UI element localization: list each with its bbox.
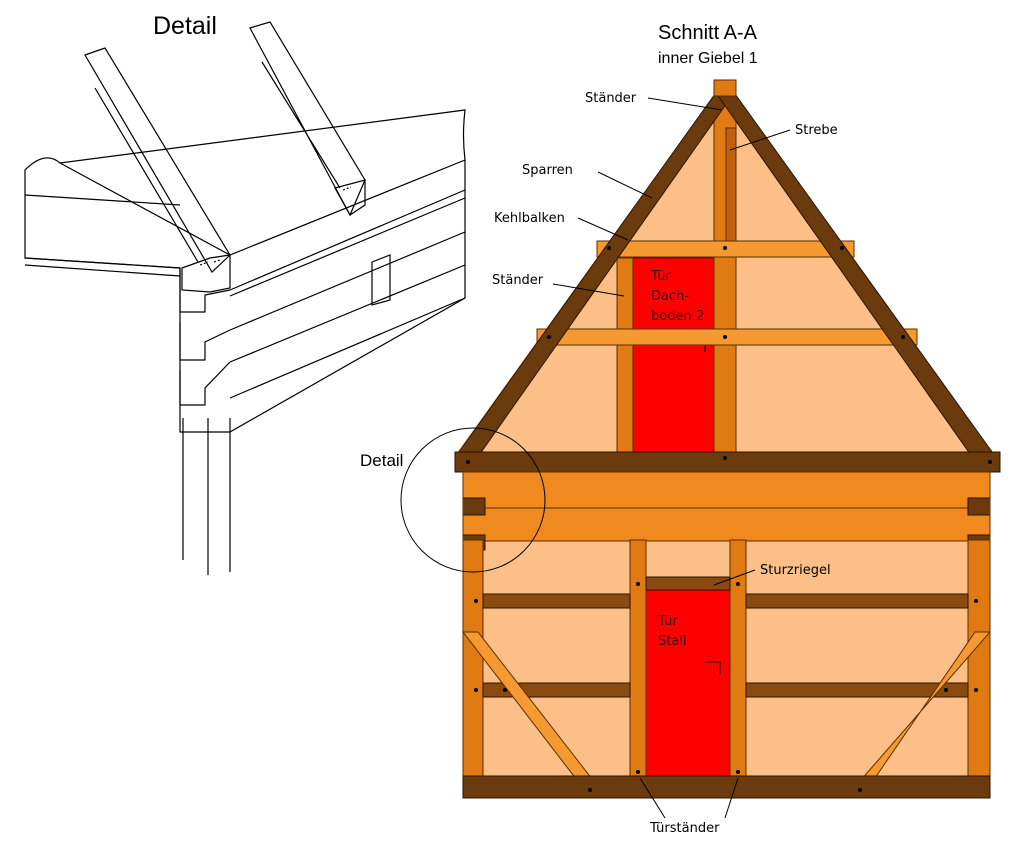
attic-door-label-2: Dach- — [651, 289, 689, 304]
corner-post-right — [967, 539, 991, 779]
top-plate — [454, 451, 1001, 473]
detail-callout-circle — [400, 427, 546, 573]
label-staender-top: Ständer — [585, 91, 637, 106]
peg-hole-1 — [199, 259, 221, 266]
log-wall-outline — [24, 109, 466, 433]
label-staender-mid: Ständer — [492, 273, 544, 288]
corner-notch-1 — [179, 268, 231, 313]
peg-hole-2 — [342, 186, 352, 191]
rail-upper-right — [745, 593, 969, 609]
label-kehlbalken: Kehlbalken — [494, 211, 565, 226]
gable-section: Ständer Strebe Sparren Kehlbalken Stände… — [400, 79, 1001, 836]
corner-notch-3 — [179, 361, 231, 406]
log-wall-course-line-5 — [229, 264, 466, 363]
corner-notch-2 — [179, 322, 231, 361]
label-sturzriegel: Sturzriegel — [760, 563, 831, 578]
attic-door — [631, 257, 715, 454]
rail-upper-left — [482, 593, 631, 609]
label-sparren: Sparren — [522, 163, 573, 178]
sill-beam — [462, 775, 991, 799]
log-beam-1 — [462, 471, 991, 509]
rafter-left-foot — [181, 254, 231, 293]
log-wall-course-line-2 — [24, 189, 466, 291]
label-tuerstaender: Türständer — [649, 821, 720, 836]
rafter-right-foot — [334, 179, 366, 216]
section-title: Schnitt A-A — [658, 22, 757, 44]
log-wall-course-line-1 — [24, 159, 466, 256]
tuerstaender-left — [629, 539, 647, 779]
rail-lower-right — [745, 682, 969, 698]
stable-door-label-1: Tür — [657, 614, 678, 629]
strebe-brace — [725, 127, 737, 246]
detail-view-title: Detail — [153, 12, 217, 40]
detail-callout-label: Detail — [360, 451, 404, 470]
detail-drawing — [24, 21, 466, 575]
section-subtitle: inner Giebel 1 — [658, 50, 758, 67]
corner-post-left — [462, 539, 484, 779]
label-strebe: Strebe — [795, 123, 838, 138]
wall-block — [371, 254, 391, 306]
log-beam-2 — [462, 507, 991, 542]
ridge-cap — [713, 79, 737, 97]
peg-dots — [466, 246, 992, 792]
attic-door-label-3: boden 2 — [651, 309, 704, 324]
log-wall-course-line-4 — [229, 231, 466, 331]
attic-door-label-1: Tür — [650, 269, 671, 284]
leader-lines — [552, 97, 791, 819]
log-wall-course-line-6 — [229, 297, 466, 399]
stable-door-marker — [705, 661, 721, 674]
log-wall-course-line-3 — [24, 197, 466, 297]
log-notches — [463, 497, 990, 551]
stable-door-label-2: Stall — [658, 634, 687, 649]
sturzriegel-beam — [645, 576, 731, 591]
log-wall-top-edge — [59, 162, 231, 256]
corner-post — [182, 418, 231, 575]
gable-stud-left — [616, 257, 634, 454]
